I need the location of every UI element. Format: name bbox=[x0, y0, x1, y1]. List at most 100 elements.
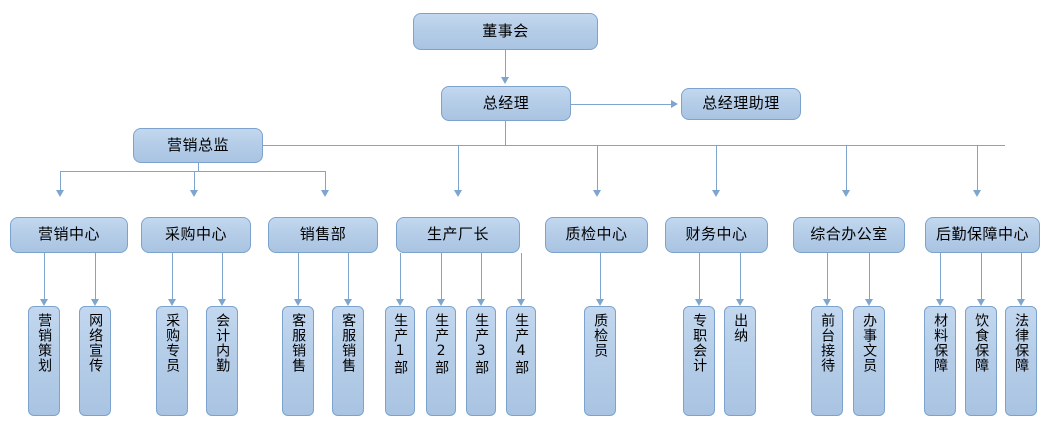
connector-production-to-dept1 bbox=[400, 253, 401, 299]
arrow-to-production-dept-4 bbox=[517, 299, 525, 306]
arrow-gm-to-assistant bbox=[671, 100, 678, 108]
node-customer-sales-2-label: 客服销售 bbox=[340, 313, 357, 373]
node-production-dept-3[interactable]: 生产3部 bbox=[466, 306, 496, 416]
arrow-to-purchasing-specialist bbox=[168, 299, 176, 306]
connector-director-stem bbox=[198, 163, 199, 171]
arrow-to-production-dept-2 bbox=[437, 299, 445, 306]
node-purchasing-center[interactable]: 采购中心 bbox=[141, 217, 251, 253]
node-legal-support-label: 法律保障 bbox=[1013, 313, 1030, 373]
node-sales-department[interactable]: 销售部 bbox=[268, 217, 378, 253]
node-full-time-accountant-label: 专职会计 bbox=[691, 313, 708, 373]
node-production-dept-1-label: 生产1部 bbox=[392, 313, 409, 375]
connector-logistics-to-legal bbox=[1021, 253, 1022, 299]
node-finance-center-label: 财务中心 bbox=[685, 225, 748, 244]
connector-logistics-to-material bbox=[940, 253, 941, 299]
node-logistics-center-label: 后勤保障中心 bbox=[935, 225, 1029, 244]
node-production-dept-2[interactable]: 生产2部 bbox=[426, 306, 456, 416]
arrow-to-customer-sales-2 bbox=[344, 299, 352, 306]
arrow-to-quality bbox=[593, 190, 601, 197]
node-material-support-label: 材料保障 bbox=[932, 313, 949, 373]
node-quality-center[interactable]: 质检中心 bbox=[545, 217, 648, 253]
connector-finance-to-cashier bbox=[740, 253, 741, 299]
node-purchasing-center-label: 采购中心 bbox=[164, 225, 227, 244]
node-office-clerk[interactable]: 办事文员 bbox=[853, 306, 885, 416]
node-gm-assistant[interactable]: 总经理助理 bbox=[681, 88, 801, 120]
connector-marketing-center-to-promotion bbox=[95, 253, 96, 299]
connector-production-to-dept2 bbox=[441, 253, 442, 299]
arrow-to-marketing-planning bbox=[40, 299, 48, 306]
node-board[interactable]: 董事会 bbox=[413, 13, 598, 50]
node-cashier-label: 出纳 bbox=[732, 313, 749, 343]
node-general-office-label: 综合办公室 bbox=[810, 225, 888, 244]
connector-logistics-to-catering bbox=[981, 253, 982, 299]
node-legal-support[interactable]: 法律保障 bbox=[1005, 306, 1037, 416]
node-marketing-planning-label: 营销策划 bbox=[36, 313, 53, 373]
node-marketing-center[interactable]: 营销中心 bbox=[10, 217, 128, 253]
node-production-chief-label: 生产厂长 bbox=[426, 225, 489, 244]
main-bus bbox=[505, 145, 1005, 146]
arrow-to-office bbox=[842, 190, 850, 197]
node-production-dept-2-label: 生产2部 bbox=[433, 313, 450, 375]
node-accounting-clerk[interactable]: 会计内勤 bbox=[206, 306, 238, 416]
arrow-to-office-clerk bbox=[865, 299, 873, 306]
node-office-clerk-label: 办事文员 bbox=[861, 313, 878, 373]
connector-office-to-frontdesk bbox=[827, 253, 828, 299]
node-marketing-center-label: 营销中心 bbox=[37, 225, 100, 244]
node-marketing-planning[interactable]: 营销策划 bbox=[28, 306, 60, 416]
node-catering-support[interactable]: 饮食保障 bbox=[965, 306, 997, 416]
connector-purchasing-center-to-specialist bbox=[172, 253, 173, 299]
node-production-dept-4-label: 生产4部 bbox=[513, 313, 530, 375]
node-production-dept-4[interactable]: 生产4部 bbox=[506, 306, 536, 416]
node-gm-assistant-label: 总经理助理 bbox=[702, 94, 780, 113]
connector-board-to-gm bbox=[505, 50, 506, 77]
arrow-to-customer-sales-1 bbox=[294, 299, 302, 306]
node-quality-inspector[interactable]: 质检员 bbox=[584, 306, 616, 416]
node-material-support[interactable]: 材料保障 bbox=[924, 306, 956, 416]
node-network-promotion[interactable]: 网络宣传 bbox=[79, 306, 111, 416]
node-quality-center-label: 质检中心 bbox=[565, 225, 628, 244]
node-accounting-clerk-label: 会计内勤 bbox=[214, 313, 231, 373]
node-purchasing-specialist[interactable]: 采购专员 bbox=[156, 306, 188, 416]
arrow-to-quality-inspector bbox=[596, 299, 604, 306]
connector-production-to-dept4 bbox=[521, 253, 522, 299]
node-finance-center[interactable]: 财务中心 bbox=[665, 217, 768, 253]
arrow-board-to-gm bbox=[501, 77, 509, 84]
arrow-to-production-dept-1 bbox=[396, 299, 404, 306]
node-production-dept-1[interactable]: 生产1部 bbox=[385, 306, 415, 416]
arrow-to-accounting-clerk bbox=[218, 299, 226, 306]
node-catering-support-label: 饮食保障 bbox=[973, 313, 990, 373]
connector-director-to-bus bbox=[263, 145, 505, 146]
connector-subbus-to-sales-department bbox=[325, 171, 326, 190]
connector-sales-to-cs2 bbox=[348, 253, 349, 299]
node-network-promotion-label: 网络宣传 bbox=[87, 313, 104, 373]
connector-production-to-dept3 bbox=[481, 253, 482, 299]
arrow-to-sales-department bbox=[321, 190, 329, 197]
node-production-dept-3-label: 生产3部 bbox=[473, 313, 490, 375]
arrow-to-catering-support bbox=[977, 299, 985, 306]
node-general-manager[interactable]: 总经理 bbox=[441, 86, 571, 121]
node-full-time-accountant[interactable]: 专职会计 bbox=[683, 306, 715, 416]
node-production-chief[interactable]: 生产厂长 bbox=[396, 217, 520, 253]
arrow-to-cashier bbox=[736, 299, 744, 306]
arrow-to-legal-support bbox=[1017, 299, 1025, 306]
arrow-to-marketing-center bbox=[56, 190, 64, 197]
connector-gm-to-assistant bbox=[571, 104, 671, 105]
node-customer-sales-1[interactable]: 客服销售 bbox=[282, 306, 314, 416]
arrow-to-production-dept-3 bbox=[477, 299, 485, 306]
arrow-to-material-support bbox=[936, 299, 944, 306]
connector-purchasing-center-to-clerk bbox=[222, 253, 223, 299]
connector-bus-to-logistics bbox=[977, 145, 978, 190]
connector-subbus-to-marketing-center bbox=[60, 171, 61, 190]
connector-office-to-clerk bbox=[869, 253, 870, 299]
node-cashier[interactable]: 出纳 bbox=[724, 306, 756, 416]
arrow-to-logistics bbox=[973, 190, 981, 197]
node-marketing-director[interactable]: 营销总监 bbox=[133, 128, 263, 163]
arrow-to-purchasing-center bbox=[190, 190, 198, 197]
arrow-to-network-promotion bbox=[91, 299, 99, 306]
node-logistics-center[interactable]: 后勤保障中心 bbox=[925, 217, 1040, 253]
connector-bus-to-quality bbox=[597, 145, 598, 190]
node-general-office[interactable]: 综合办公室 bbox=[793, 217, 905, 253]
node-front-desk[interactable]: 前台接待 bbox=[811, 306, 843, 416]
node-customer-sales-2[interactable]: 客服销售 bbox=[332, 306, 364, 416]
